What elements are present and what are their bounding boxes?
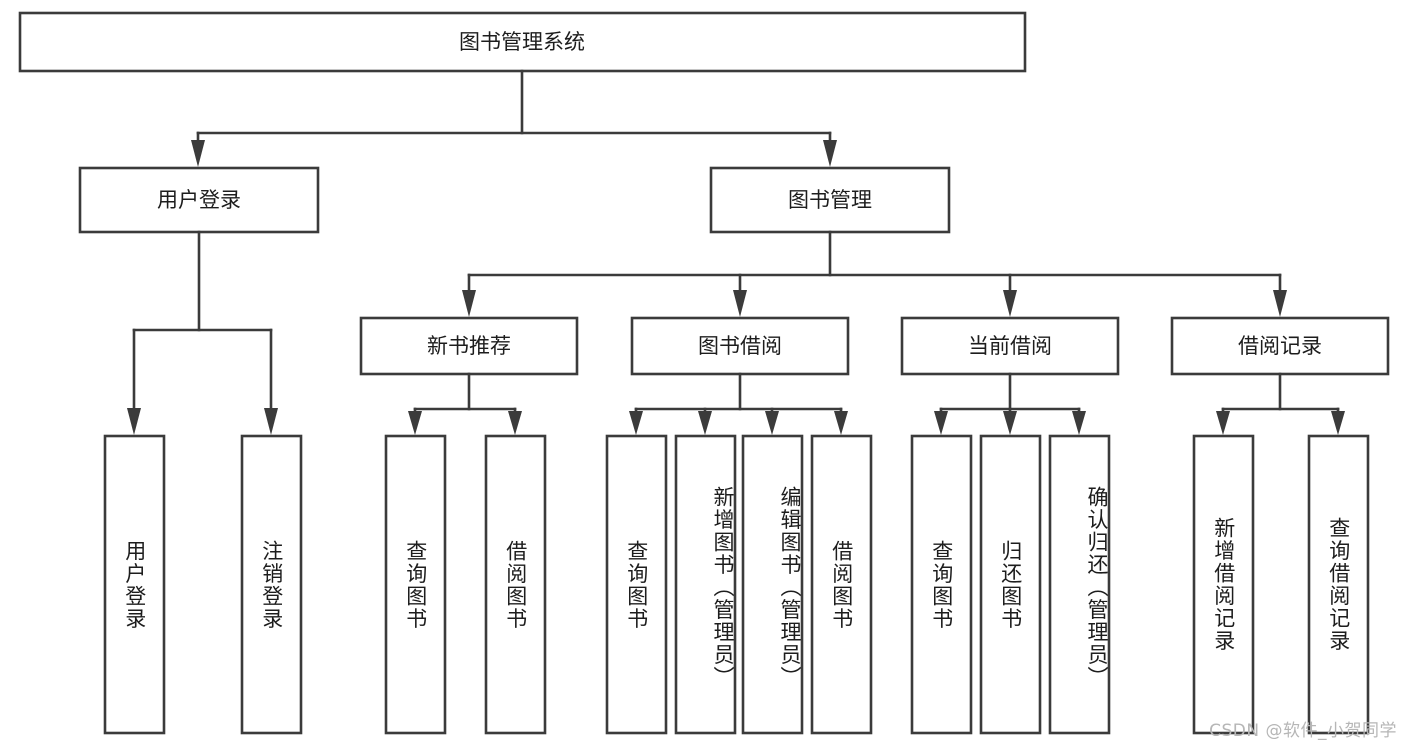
leaf-box-return-book[interactable] <box>979 434 1042 735</box>
connector-current-borrow-to-leaves <box>934 372 1086 435</box>
arrow-head-icon <box>1072 411 1086 435</box>
node-book-borrow[interactable]: 图书借阅 <box>630 316 850 376</box>
node-user-login-box[interactable] <box>78 166 320 234</box>
node-current-borrow-box[interactable] <box>900 316 1120 376</box>
arrow-head-icon <box>629 411 643 435</box>
arrow-head-icon <box>733 290 747 317</box>
arrow-head-icon <box>834 411 848 435</box>
arrow-head-icon <box>1331 411 1345 435</box>
connector-book-borrow-to-leaves <box>629 372 848 435</box>
arrow-head-icon <box>408 411 422 435</box>
connector-borrow-records-to-leaves <box>1216 372 1345 435</box>
arrow-head-icon <box>127 408 141 435</box>
node-current-borrow-label: 当前借阅 <box>968 334 1052 358</box>
arrow-head-icon <box>1273 290 1287 317</box>
leaf-box-query-book-nb[interactable] <box>384 434 447 735</box>
node-root-box[interactable] <box>18 11 1027 73</box>
arrow-head-icon <box>1003 411 1017 435</box>
connector-user-login-to-leaves <box>127 230 278 435</box>
leaf-box-query-book-cb[interactable] <box>910 434 973 735</box>
node-borrow-records[interactable]: 借阅记录 <box>1170 316 1390 376</box>
arrow-head-icon <box>1003 290 1017 317</box>
node-borrow-records-label: 借阅记录 <box>1238 334 1322 358</box>
leaf-box-confirm-return-admin[interactable] <box>1048 434 1111 735</box>
leaf-box-user-login[interactable] <box>103 434 166 735</box>
node-current-borrow[interactable]: 当前借阅 <box>900 316 1120 376</box>
connector-root-to-level2 <box>191 69 837 167</box>
arrow-head-icon <box>191 140 205 167</box>
node-new-book-recommend[interactable]: 新书推荐 <box>359 316 579 376</box>
node-book-borrow-label: 图书借阅 <box>698 334 782 358</box>
node-root-label: 图书管理系统 <box>459 30 585 54</box>
watermark-text: CSDN @软件_小贺同学 <box>1209 721 1397 741</box>
node-book-management-label: 图书管理 <box>788 188 872 212</box>
leaf-box-add-book-admin[interactable] <box>674 434 737 735</box>
arrow-head-icon <box>508 411 522 435</box>
leaf-box-logout[interactable] <box>240 434 303 735</box>
leaf-box-borrow-book-nb[interactable] <box>484 434 547 735</box>
leaf-box-add-borrow-record[interactable] <box>1192 434 1255 735</box>
arrow-head-icon <box>462 290 476 317</box>
leaf-box-query-borrow-record[interactable] <box>1307 434 1370 735</box>
arrow-head-icon <box>823 140 837 167</box>
connector-new-book-to-leaves <box>408 372 522 435</box>
arrow-head-icon <box>1216 411 1230 435</box>
node-new-book-recommend-box[interactable] <box>359 316 579 376</box>
arrow-head-icon <box>698 411 712 435</box>
connector-book-management-to-level3 <box>462 230 1287 317</box>
node-root[interactable]: 图书管理系统 <box>18 11 1027 73</box>
leaf-box-borrow-book-bb[interactable] <box>810 434 873 735</box>
node-new-book-recommend-label: 新书推荐 <box>427 334 511 358</box>
leaf-box-edit-book-admin[interactable] <box>741 434 804 735</box>
arrow-head-icon <box>264 408 278 435</box>
leaf-box-query-book-bb[interactable] <box>605 434 668 735</box>
node-book-management[interactable]: 图书管理 <box>709 166 951 234</box>
node-user-login-label: 用户登录 <box>157 188 241 212</box>
arrow-head-icon <box>934 411 948 435</box>
node-user-login[interactable]: 用户登录 <box>78 166 320 234</box>
arrow-head-icon <box>765 411 779 435</box>
